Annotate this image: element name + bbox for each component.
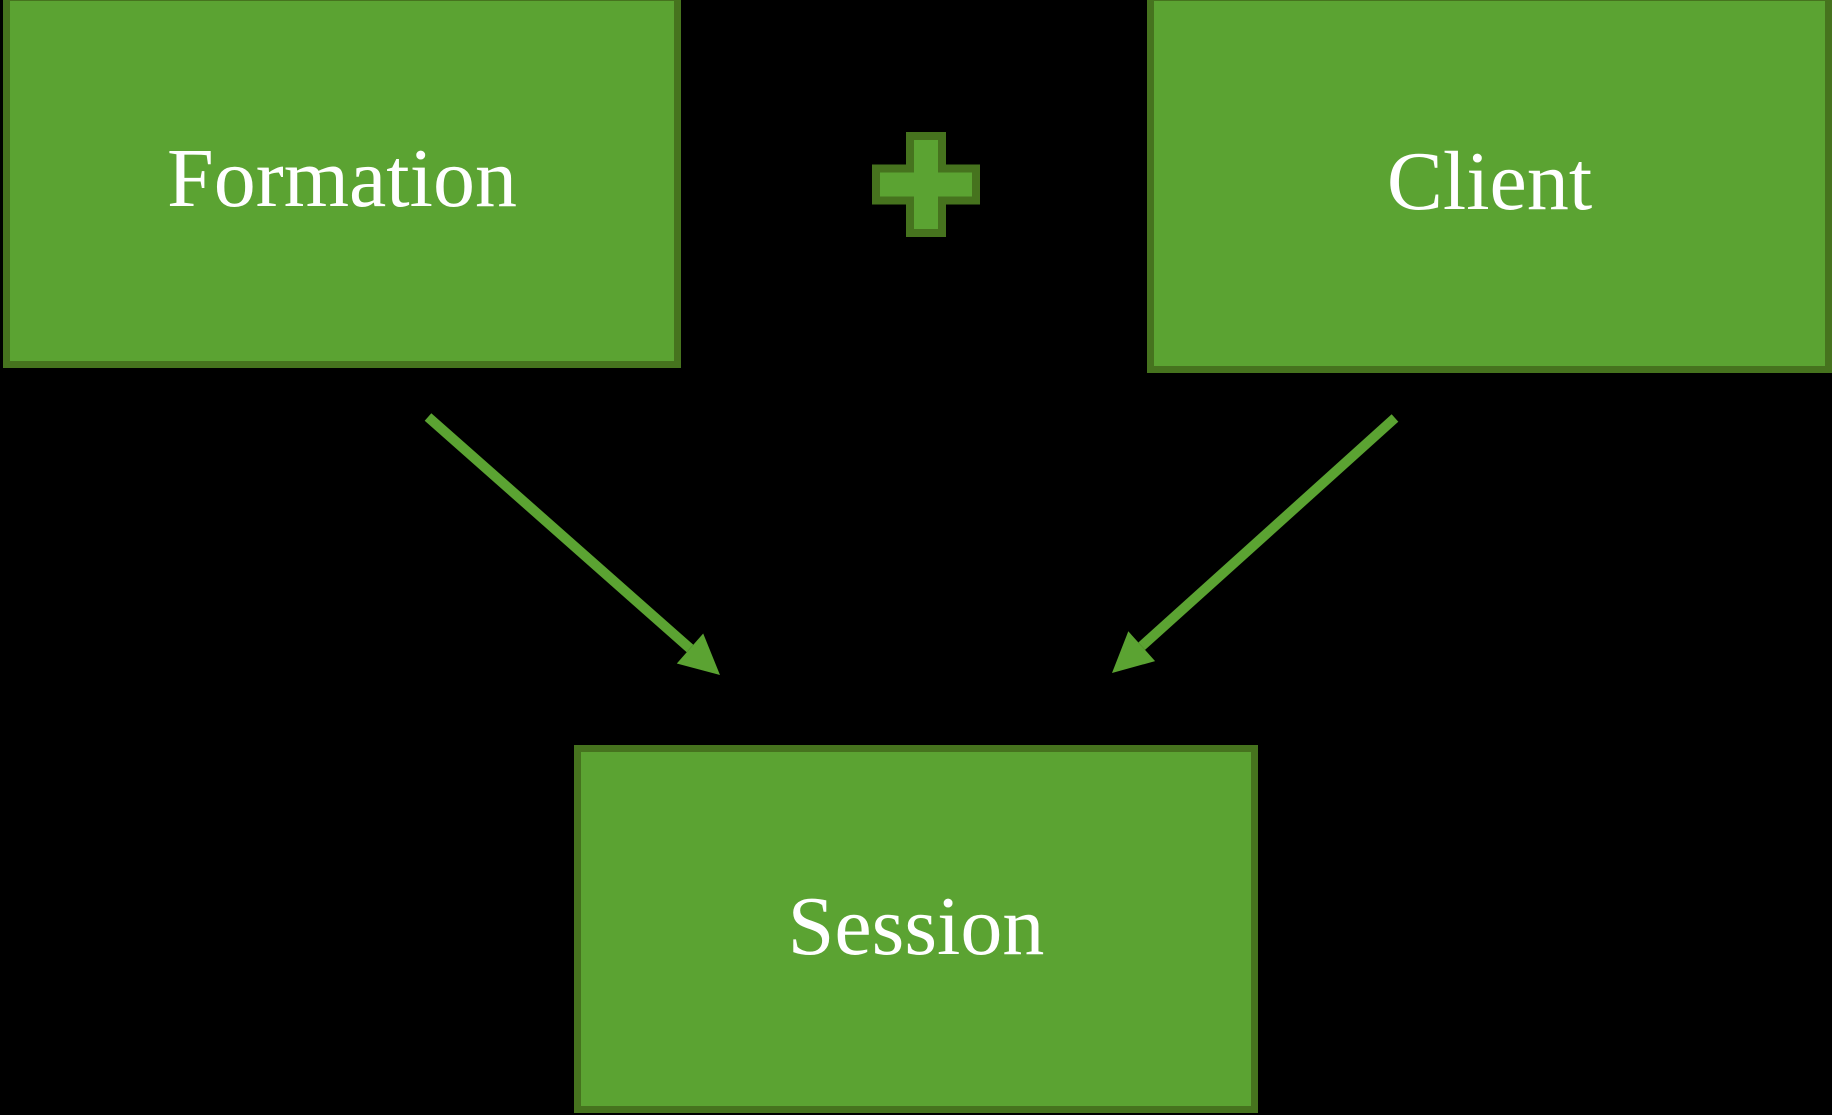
node-session: Session (574, 745, 1258, 1113)
node-client: Client (1147, 0, 1832, 373)
plus-icon-shape (872, 132, 980, 237)
node-session-label: Session (787, 880, 1045, 973)
arrow-client-to-session (1112, 414, 1399, 673)
node-formation: Formation (3, 0, 681, 368)
arrowhead-right-icon (1112, 631, 1156, 673)
node-formation-label: Formation (167, 132, 517, 225)
node-client-label: Client (1386, 134, 1593, 228)
plus-icon (872, 132, 980, 237)
arrowhead-left-icon (676, 633, 720, 675)
arrow-formation-to-session (424, 413, 720, 675)
